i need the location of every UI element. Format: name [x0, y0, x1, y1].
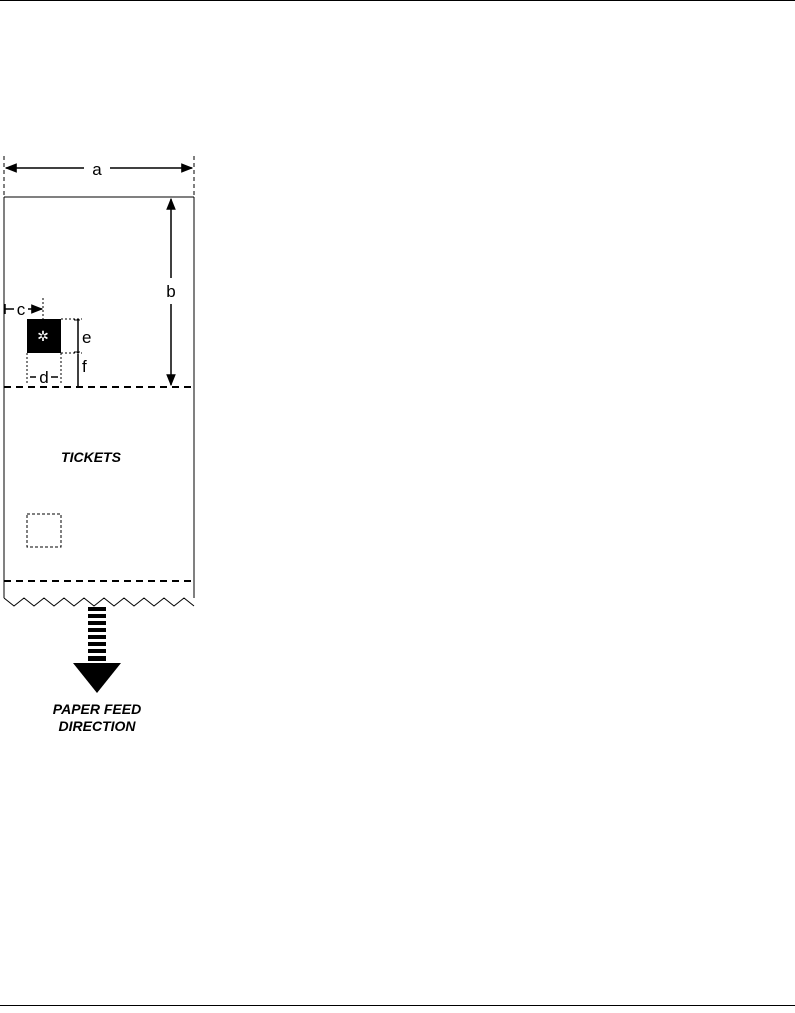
dimension-c: c: [5, 300, 42, 319]
feed-label-line2: DIRECTION: [59, 718, 137, 734]
next-mark-outline: [27, 514, 61, 547]
label-a: a: [92, 160, 102, 179]
label-c: c: [17, 300, 26, 319]
torn-edge: [4, 598, 194, 606]
ticket-stock: [4, 197, 194, 606]
feed-label-line1: PAPER FEED: [53, 701, 141, 717]
top-rule: [0, 0, 795, 1]
paper-feed-arrow-icon: [73, 607, 121, 693]
black-mark-group: ✲: [27, 298, 82, 385]
dimension-a: a: [4, 156, 194, 196]
dimension-d: d: [30, 368, 58, 387]
label-b: b: [166, 282, 175, 301]
label-e: e: [82, 328, 91, 347]
dimension-b: b: [166, 199, 175, 385]
dimension-f: f: [78, 354, 87, 386]
sensor-mark-icon: ✲: [37, 328, 49, 344]
label-f: f: [82, 357, 87, 376]
dimension-e: e: [74, 320, 91, 352]
label-d: d: [39, 368, 48, 387]
bottom-rule: [0, 1005, 795, 1006]
tickets-label: TICKETS: [61, 449, 122, 465]
